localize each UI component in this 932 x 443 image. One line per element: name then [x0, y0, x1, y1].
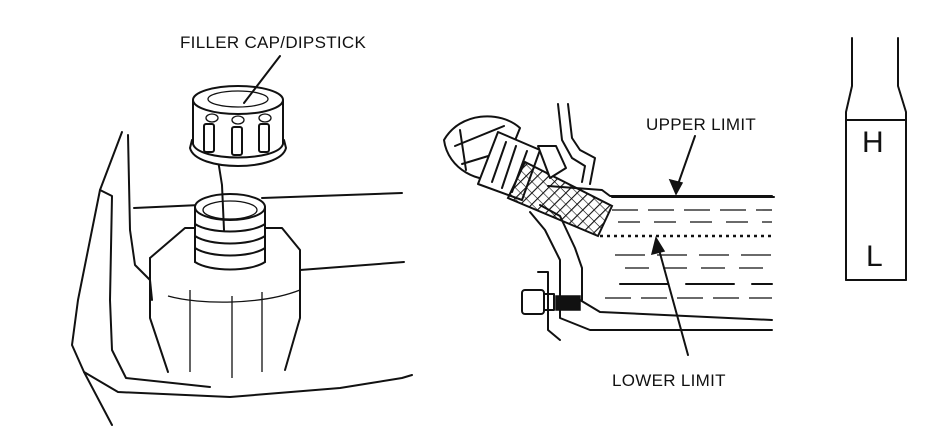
lower-limit-leader — [657, 245, 689, 356]
upper-limit-leader — [675, 135, 696, 191]
lower-limit-arrowhead — [650, 236, 666, 256]
filler-cap-label: FILLER CAP/DIPSTICK — [180, 33, 366, 52]
dipstick-tip — [845, 37, 907, 281]
crankcase-illustration — [71, 131, 413, 426]
cross-section-illustration — [443, 103, 773, 341]
high-mark-label: H — [862, 126, 884, 159]
upper-limit-label: UPPER LIMIT — [646, 115, 756, 134]
filler-cap — [189, 85, 287, 167]
upper-limit-arrowhead — [668, 178, 684, 196]
low-mark-label: L — [866, 240, 883, 273]
lower-limit-label: LOWER LIMIT — [612, 371, 726, 390]
filler-cap-leader — [243, 55, 281, 104]
